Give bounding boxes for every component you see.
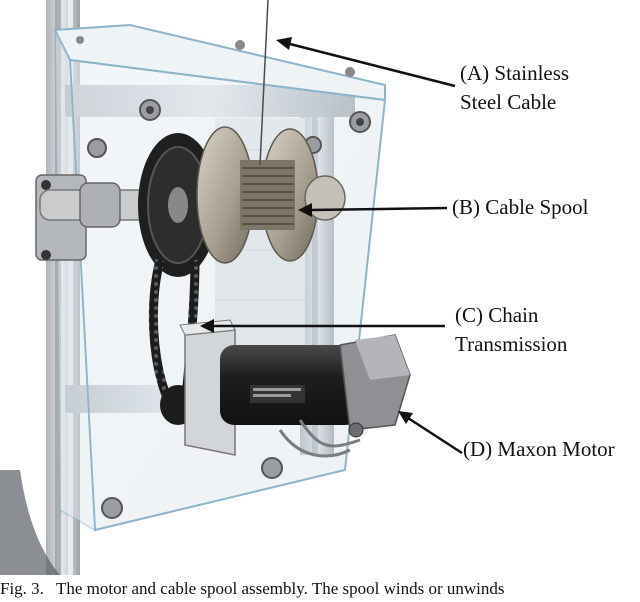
annotation-arrows [200, 37, 463, 455]
label-d: (D) Maxon Motor [463, 437, 615, 461]
bolt-heads [76, 36, 371, 519]
label-b: (B) Cable Spool [452, 195, 589, 219]
motor-wires [278, 419, 361, 458]
label-c-line2: Transmission [455, 332, 568, 356]
label-a-line2: Steel Cable [460, 90, 557, 114]
label-c-line1: (C) Chain [455, 303, 539, 327]
figure-number: Fig. 3. [0, 579, 44, 598]
assembly-photo [0, 0, 463, 575]
figure-caption: Fig. 3. The motor and cable spool assembl… [0, 578, 640, 602]
stainless-steel-cable [259, 0, 269, 166]
label-a-line1: (A) Stainless [460, 61, 570, 85]
maxon-motor [220, 334, 411, 438]
caption-text: The motor and cable spool assembly. The … [55, 579, 505, 598]
sprocket [138, 133, 218, 277]
